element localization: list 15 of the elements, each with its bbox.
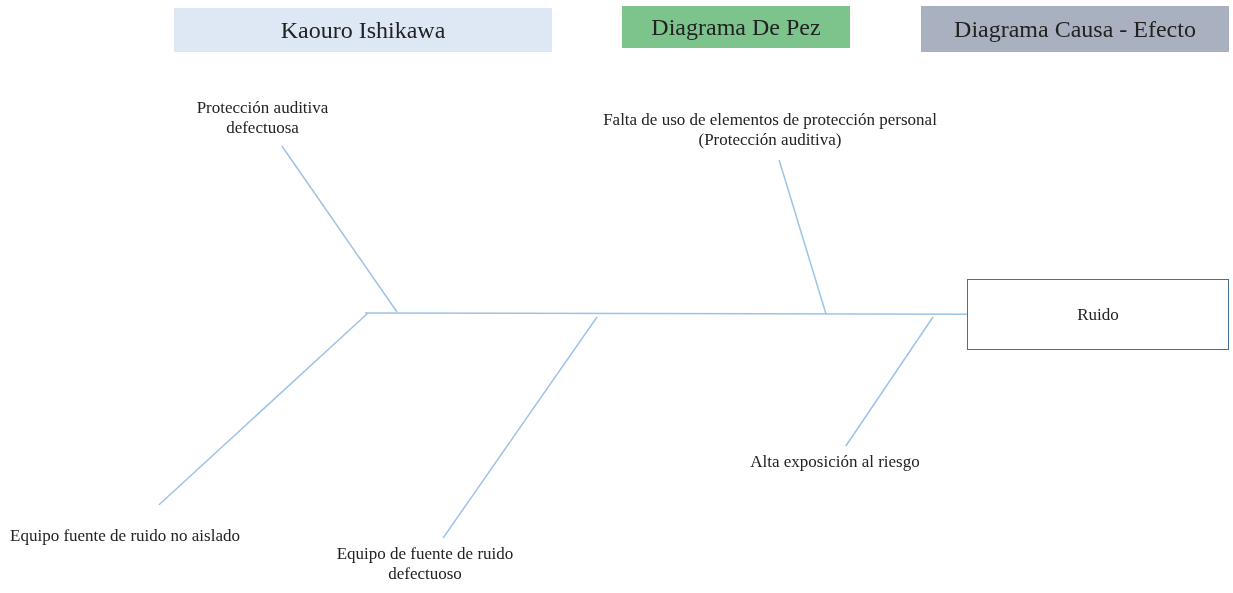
bone-line (442, 316, 598, 539)
cause-label: Protección auditiva defectuosa (165, 90, 360, 146)
header-box: Kaouro Ishikawa (174, 8, 552, 52)
cause-label: Equipo fuente de ruido no aislado (5, 505, 245, 567)
header-box: Diagrama Causa - Efecto (921, 6, 1229, 52)
cause-label: Equipo de fuente de ruido defectuoso (310, 538, 540, 590)
cause-label: Alta exposición al riesgo (715, 446, 955, 478)
header-box: Diagrama De Pez (622, 6, 850, 48)
bone-line (158, 312, 369, 506)
spine-line (364, 312, 968, 315)
bone-line (845, 316, 934, 447)
cause-label: Falta de uso de elementos de protección personal (Protección auditiva) (595, 100, 945, 160)
bone-line (778, 159, 827, 315)
effect-box: Ruido (967, 279, 1229, 350)
bone-line (281, 145, 398, 313)
